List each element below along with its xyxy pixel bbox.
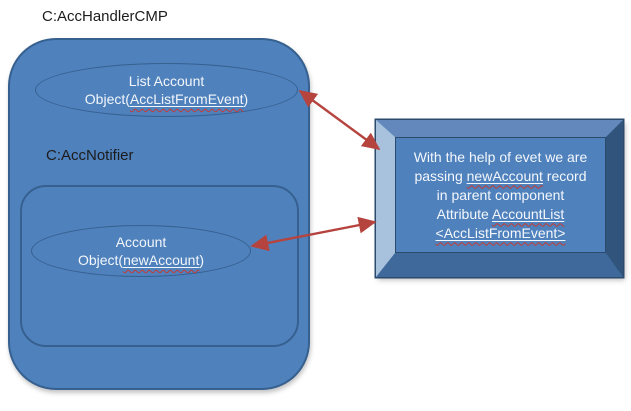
handler-container-shape: List Account Object(AccListFromEvent) C:… [8,38,310,390]
double-arrow-icon [298,90,381,150]
note-line-5: <AccListFromEvent> [435,224,566,241]
note-line-3: in parent component [436,186,565,203]
list-account-line2: Object(AccListFromEvent) [84,91,249,107]
handler-component-title: C:AccHandlerCMP [42,8,168,25]
notifier-component-title: C:AccNotifier [46,147,134,164]
account-ellipse: Account Object(newAccount) [31,225,251,277]
notifier-container-shape: Account Object(newAccount) [20,185,299,347]
note-line-2: passing newAccount record [414,167,587,184]
list-account-ellipse: List Account Object(AccListFromEvent) [35,63,298,117]
note-line-1: With the help of evet we are [413,148,588,165]
note-box-frame: With the help of evet we are passing new… [376,120,623,277]
note-line-4: Attribute AccountList [436,205,565,222]
account-line2: Object(newAccount) [77,252,205,268]
list-account-line1: List Account [128,73,205,89]
note-box-panel: With the help of evet we are passing new… [395,137,606,253]
account-line1: Account [115,234,167,250]
